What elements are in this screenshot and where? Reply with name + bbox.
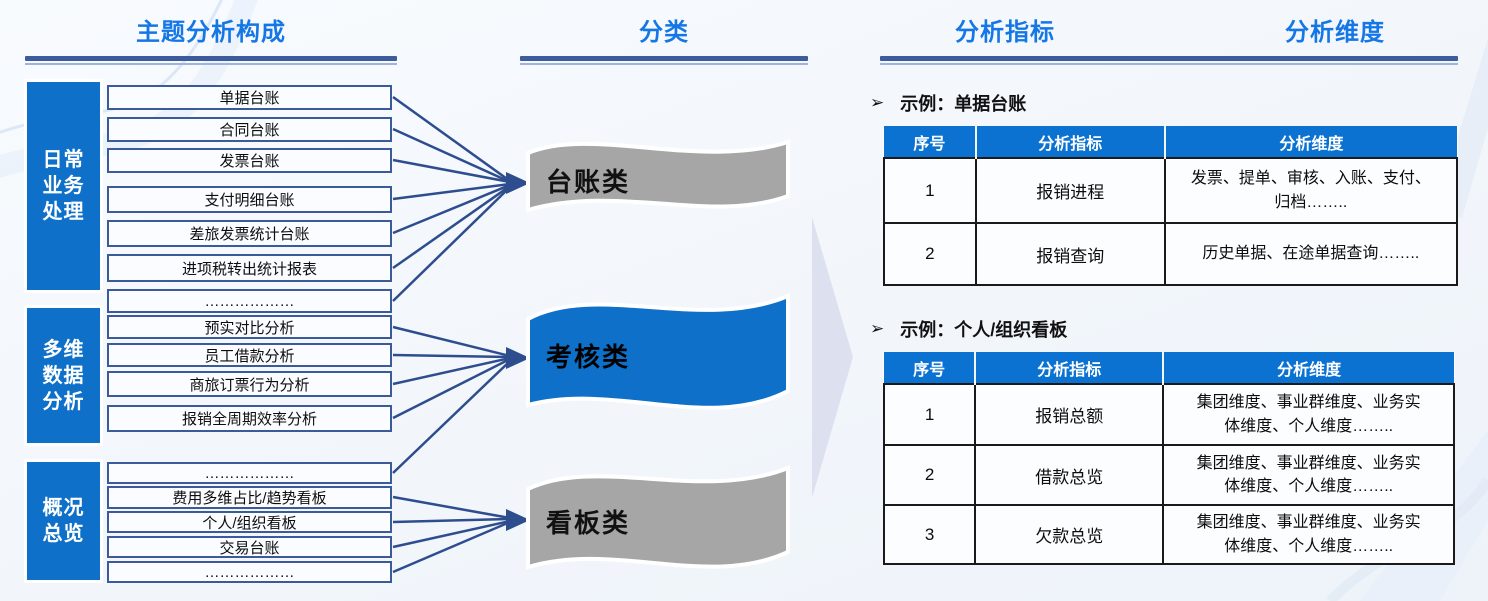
item-box-dots: ……………… — [107, 561, 392, 583]
cell-indicator: 报销查询 — [974, 222, 1166, 286]
cell-dimension: 集团维度、事业群维度、业务实 体维度、个人维度…….. — [1162, 444, 1455, 506]
middle-column-title: 分类 — [639, 19, 689, 46]
cell-indicator: 报销进程 — [974, 157, 1166, 224]
cell-index: 2 — [883, 222, 977, 286]
arrowhead-assessment — [506, 347, 530, 369]
sidebar-group-daily-business: 日常 业务 处理 — [27, 82, 100, 290]
cell-index: 1 — [883, 157, 977, 224]
cell-indicator: 欠款总览 — [974, 504, 1165, 565]
sidebar-group-multidim-analysis: 多维 数据 分析 — [27, 308, 100, 443]
arrow-lines-assessment-group — [392, 325, 511, 474]
left-column-title: 主题分析构成 — [136, 19, 286, 46]
item-box: 预实对比分析 — [107, 315, 392, 339]
item-box-dots: ……………… — [107, 289, 392, 313]
group-label-line: 概况 — [42, 497, 85, 519]
column-header: 分析指标 — [975, 126, 1166, 158]
item-box: 支付明细台账 — [107, 186, 392, 213]
arrowhead-ledger — [506, 172, 530, 194]
item-box-dots: ……………… — [107, 462, 392, 484]
table-row: 2 报销查询 历史单据、在途单据查询…….. — [883, 222, 1459, 286]
item-box: 单据台账 — [107, 85, 392, 110]
table-row: 1 报销总额 集团维度、事业群维度、业务实 体维度、个人维度…….. — [882, 383, 1455, 446]
cell-indicator: 借款总览 — [974, 444, 1165, 506]
column-header: 分析指标 — [975, 352, 1165, 384]
column-header: 分析维度 — [1163, 352, 1454, 384]
cell-dimension: 集团维度、事业群维度、业务实 体维度、个人维度…….. — [1162, 504, 1455, 565]
arrowhead-bullet-icon: ➢ — [870, 93, 885, 112]
arrow-lines-ledger-group — [392, 95, 511, 302]
right-column-title-dimensions: 分析维度 — [1285, 19, 1385, 46]
item-box: 进项税转出统计报表 — [107, 254, 392, 282]
group-label-line: 多维 — [42, 338, 85, 361]
item-box: 交易台账 — [107, 536, 392, 558]
group-label-line: 分析 — [42, 390, 85, 413]
item-box: 商旅订票行为分析 — [107, 371, 392, 397]
right-title-rule — [880, 56, 1458, 65]
flag-label-dashboard: 看板类 — [546, 508, 631, 538]
flag-label-assessment: 考核类 — [546, 342, 631, 372]
sidebar-group-overview: 概况 总览 — [27, 462, 100, 580]
item-box: 报销全周期效率分析 — [107, 405, 392, 432]
table-header-row: 序号 分析指标 分析维度 — [884, 352, 1454, 384]
item-box: 员工借款分析 — [107, 343, 392, 367]
arrow-lines-dashboard-group — [392, 495, 511, 574]
example-heading-dashboard: ➢ 示例：个人/组织看板 — [870, 316, 1067, 342]
column-header: 分析维度 — [1164, 126, 1457, 158]
group-label-line: 数据 — [42, 364, 85, 387]
cell-index: 3 — [882, 504, 977, 565]
left-title-rule — [25, 56, 397, 65]
middle-title-rule — [520, 56, 808, 65]
group-label-line: 业务 — [42, 175, 85, 197]
example-heading-documents: ➢ 示例：单据台账 — [870, 90, 1026, 116]
cell-index: 1 — [882, 383, 977, 446]
example-table-dashboard: 序号 分析指标 分析维度 1 报销总额 集团维度、事业群维度、业务实 体维度、个… — [882, 352, 1455, 565]
table-header-row: 序号 分析指标 分析维度 — [884, 126, 1457, 158]
flag-label-ledger: 台账类 — [546, 167, 631, 197]
arrowhead-dashboard — [506, 509, 530, 531]
table-row: 1 报销进程 发票、提单、审核、入账、支付、 归档…….. — [883, 157, 1459, 224]
example-heading-text: 示例：个人/组织看板 — [900, 320, 1068, 340]
item-box: 费用多维占比/趋势看板 — [107, 486, 392, 509]
cell-indicator: 报销总额 — [974, 383, 1165, 446]
example-table-documents: 序号 分析指标 分析维度 1 报销进程 发票、提单、审核、入账、支付、 归档……… — [883, 126, 1459, 286]
cell-dimension: 历史单据、在途单据查询…….. — [1163, 222, 1459, 286]
arrowhead-bullet-icon: ➢ — [870, 319, 885, 338]
example-heading-text: 示例：单据台账 — [900, 94, 1027, 114]
cell-dimension: 发票、提单、审核、入账、支付、 归档…….. — [1163, 157, 1459, 224]
group-label-line: 日常 — [42, 149, 85, 171]
column-header: 序号 — [884, 352, 977, 384]
group-label-line: 处理 — [42, 201, 85, 223]
right-column-title-indicators: 分析指标 — [955, 19, 1055, 46]
group-label-line: 总览 — [42, 523, 85, 545]
item-box: 合同台账 — [107, 117, 392, 142]
cell-dimension: 集团维度、事业群维度、业务实 体维度、个人维度…….. — [1162, 383, 1455, 446]
item-box: 差旅发票统计台账 — [107, 220, 392, 247]
item-box: 发票台账 — [107, 148, 392, 173]
big-chevron-arrow — [812, 217, 853, 498]
table-row: 3 欠款总览 集团维度、事业群维度、业务实 体维度、个人维度…….. — [882, 504, 1455, 565]
table-row: 2 借款总览 集团维度、事业群维度、业务实 体维度、个人维度…….. — [882, 444, 1455, 506]
cell-index: 2 — [882, 444, 977, 506]
column-header: 序号 — [884, 126, 977, 158]
item-box: 个人/组织看板 — [107, 511, 392, 533]
